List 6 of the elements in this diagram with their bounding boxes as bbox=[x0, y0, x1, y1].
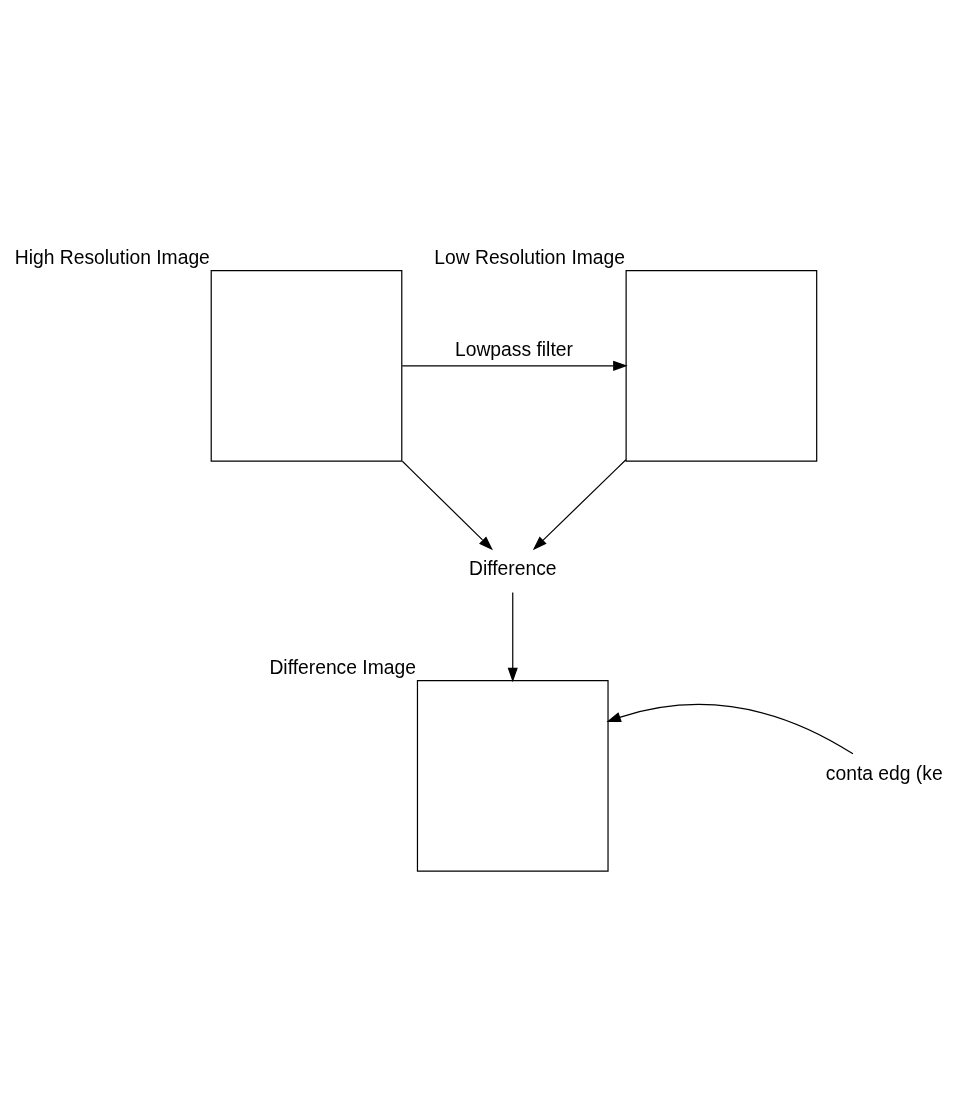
edge-label: Lowpass filter bbox=[455, 338, 573, 360]
node-label: High Resolution Image bbox=[14, 246, 210, 268]
node-text: conta edg (ke bbox=[825, 762, 943, 784]
node-label: Low Resolution Image bbox=[434, 246, 626, 268]
node-label: Difference Image bbox=[269, 656, 416, 678]
node-text: Difference bbox=[468, 557, 557, 579]
